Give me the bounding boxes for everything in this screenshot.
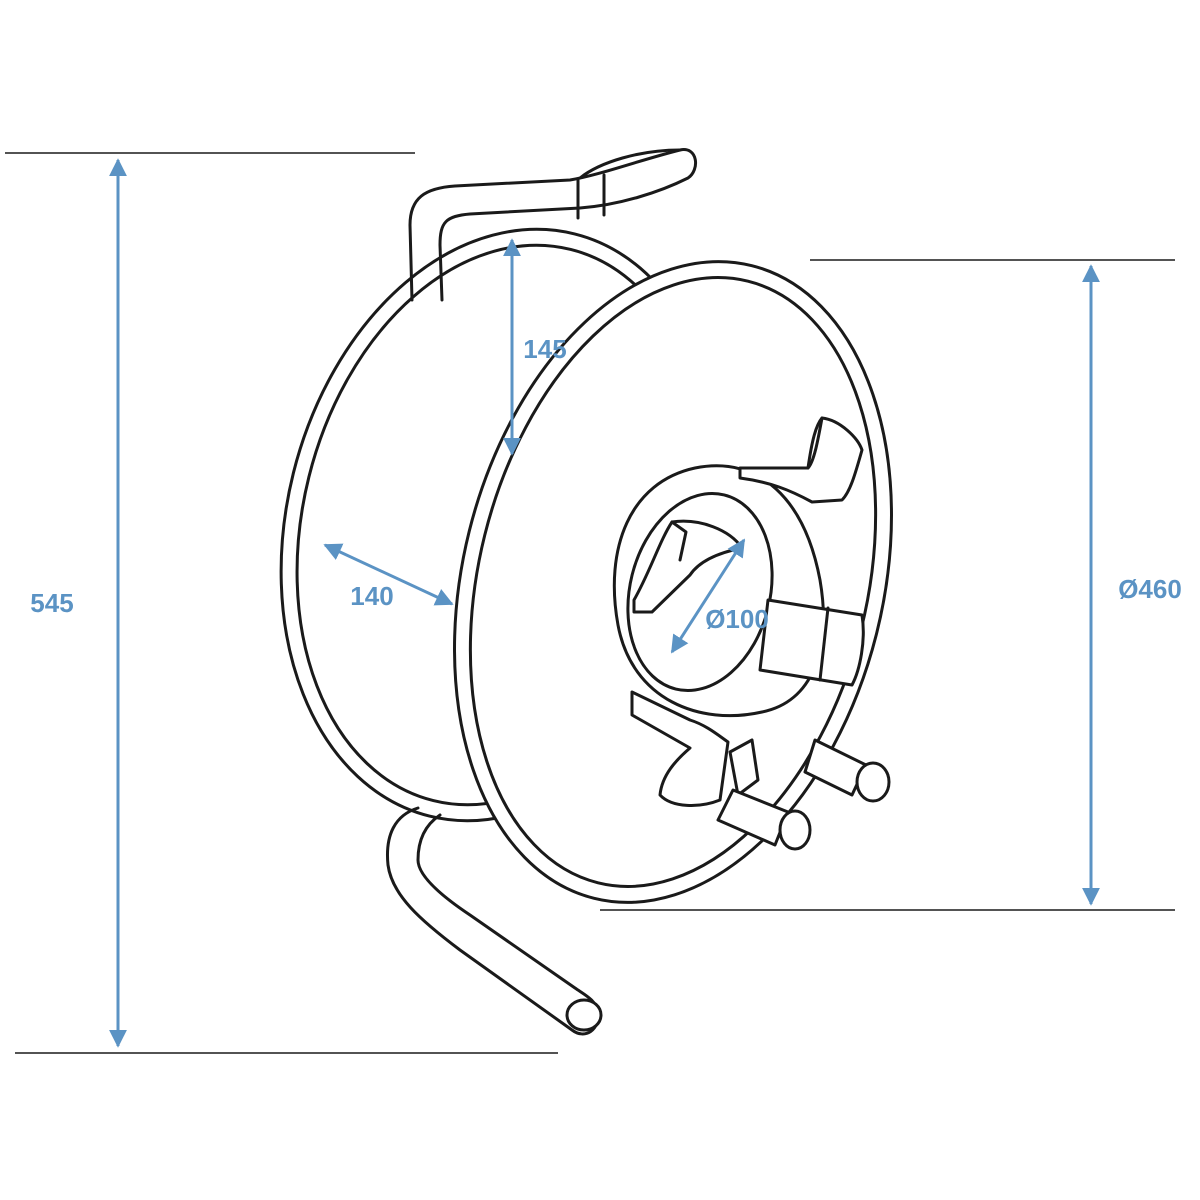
crank-knob-base <box>728 738 760 797</box>
label-spool-depth: 145 <box>523 334 566 364</box>
label-flange-diameter: Ø460 <box>1118 574 1182 604</box>
label-drum-width: 140 <box>350 581 393 611</box>
hub-clamp-divider <box>818 606 830 682</box>
label-overall-height: 545 <box>30 588 73 618</box>
handle-frame <box>408 148 697 302</box>
cable-reel <box>279 148 893 1036</box>
handle-grip <box>578 148 682 180</box>
label-hub-diameter: Ø100 <box>705 604 769 634</box>
hub-clamp <box>758 598 865 687</box>
axle-pin-rear <box>803 738 868 797</box>
axle-pin-front-cap <box>778 809 812 851</box>
dimension-annotations: 545 145 140 Ø100 Ø460 <box>30 158 1182 1048</box>
axle-pin-front <box>716 788 790 847</box>
crank-arm-lower <box>630 690 730 807</box>
crank-arm-upper <box>738 416 864 504</box>
extension-lines <box>5 152 1175 1054</box>
foot-cap <box>565 998 603 1032</box>
dimension-line-hub-diameter <box>670 538 746 654</box>
crank-arm-upper-edge <box>806 416 824 470</box>
dimension-line-drum-width <box>323 543 454 606</box>
axle-pin-rear-cap <box>855 761 891 803</box>
